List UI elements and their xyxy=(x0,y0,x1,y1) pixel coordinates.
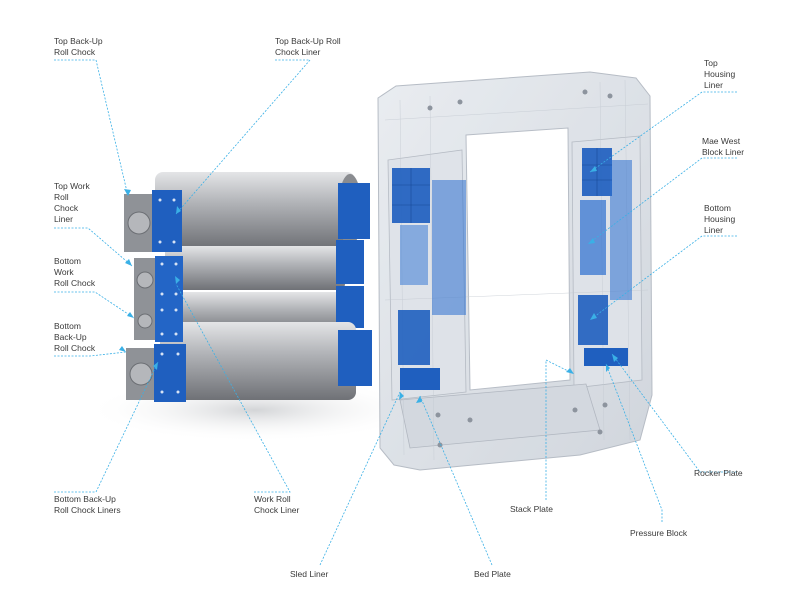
top-work-chock-liner xyxy=(155,256,183,302)
leader-lines xyxy=(54,59,737,566)
label-work-roll-chock-liner: Work Roll Chock Liner xyxy=(254,494,300,515)
label-bed-plate: Bed Plate xyxy=(474,569,511,579)
label-rocker-plate: Rocker Plate xyxy=(694,468,743,478)
bottom-backup-chock-liner xyxy=(154,344,186,402)
leader-arrowheads xyxy=(119,166,618,403)
label-bottom-work-roll-chock: Bottom Work Roll Chock xyxy=(54,256,96,288)
top-work-roll xyxy=(165,246,345,290)
label-top-work-roll-chock-liner: Top Work Roll Chock Liner xyxy=(54,181,90,224)
label-top-backup-roll-chock: Top Back-Up Roll Chock xyxy=(54,36,103,57)
label-bottom-backup-roll-chock: Bottom Back-Up Roll Chock xyxy=(54,321,96,353)
label-top-housing-liner: Top Housing Liner xyxy=(704,58,736,90)
bottom-work-chock-liner xyxy=(155,302,183,342)
label-stack-plate: Stack Plate xyxy=(510,504,553,514)
label-sled-liner: Sled Liner xyxy=(290,569,329,579)
label-pressure-block: Pressure Block xyxy=(630,528,688,538)
bottom-backup-roll xyxy=(160,322,356,400)
label-bottom-backup-roll-chock-liners: Bottom Back-Up Roll Chock Liners xyxy=(54,494,121,515)
label-top-backup-roll-chock-liner: Top Back-Up Roll Chock Liner xyxy=(275,36,341,57)
top-backup-roll xyxy=(155,172,355,248)
label-mae-west-block-liner: Mae West Block Liner xyxy=(702,136,745,157)
top-backup-chock-far xyxy=(338,183,370,239)
roll-stack xyxy=(124,172,372,402)
top-backup-chock-liner xyxy=(152,190,182,252)
label-bottom-housing-liner: Bottom Housing Liner xyxy=(704,203,736,235)
mill-housing xyxy=(377,71,653,471)
